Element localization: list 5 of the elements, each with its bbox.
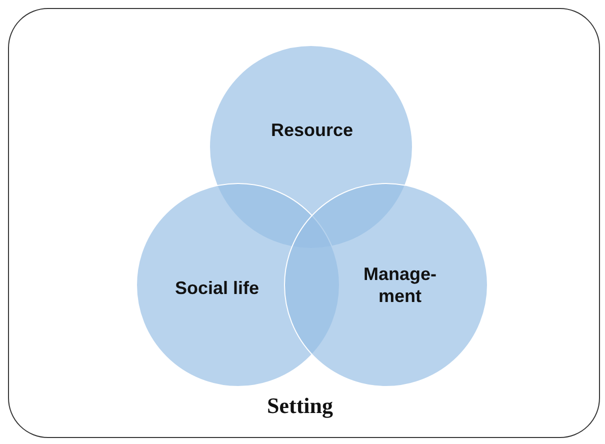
circle-label: Manage- ment [362,263,438,307]
rounded-frame [8,8,600,438]
frame-title: Setting [267,393,333,419]
circle-label: Social life [174,277,260,299]
circle-label: Resource [270,119,354,141]
